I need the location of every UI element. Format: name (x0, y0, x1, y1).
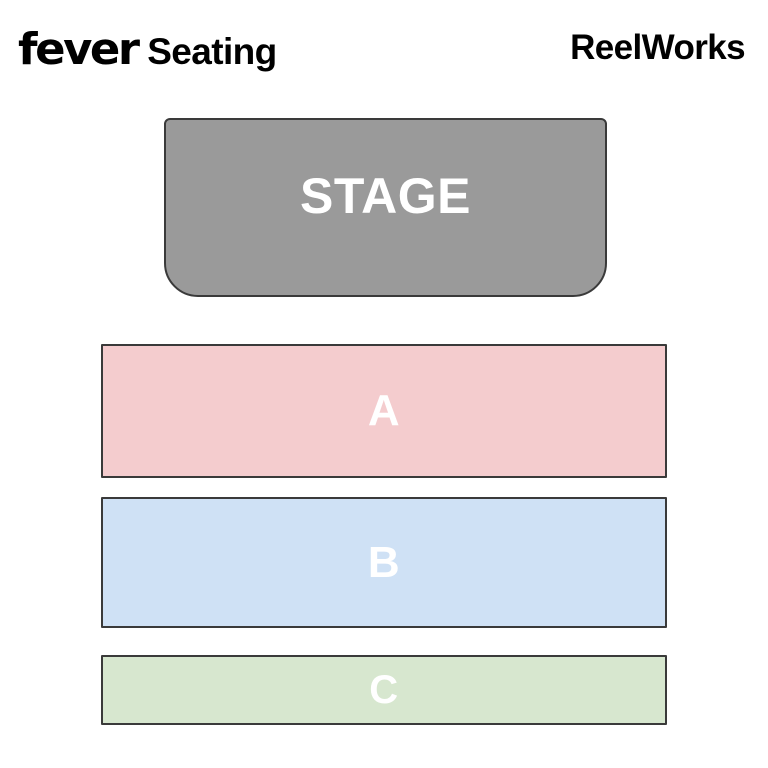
seating-section-c[interactable]: C (101, 655, 667, 725)
fever-logo[interactable]: fever (18, 24, 140, 75)
section-label-a: A (367, 386, 401, 435)
seating-section-a[interactable]: A (101, 344, 667, 478)
section-label-c: C (369, 668, 399, 712)
seating-section-b[interactable]: B (101, 497, 667, 628)
venue-name: ReelWorks (570, 28, 745, 67)
stage-shape: STAGE (164, 118, 607, 297)
stage-label: STAGE (299, 167, 472, 224)
page-title: Seating (147, 31, 277, 72)
brand-group: fever Seating (18, 28, 277, 72)
section-label-b: B (367, 537, 401, 587)
header: fever Seating ReelWorks (0, 0, 768, 100)
